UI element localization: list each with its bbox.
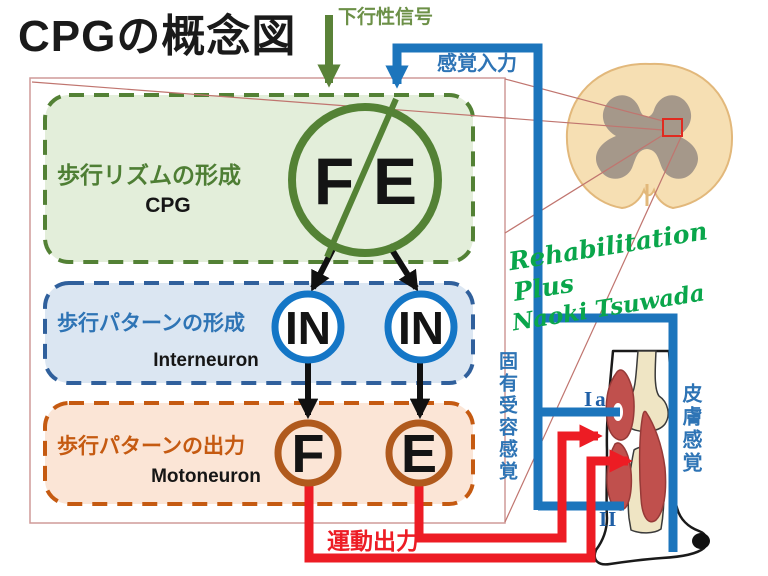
interneuron-right-letter: IN [398,302,444,354]
output-layer-sublabel: Motoneuron [151,466,261,487]
motor-line-extensor [414,424,603,543]
cord-highlight-rect [662,118,683,137]
skin-sensation-label: 皮膚感覚 [679,383,701,475]
ii-afferent-label: II [599,507,618,531]
pattern-layer-label: 歩行パターンの形成 [57,312,245,335]
callout-frame [29,77,506,524]
page-title: CPGの概念図 [18,12,297,61]
pattern-layer-sublabel: Interneuron [153,350,259,371]
rhythm-layer-label: 歩行リズムの形成 [57,162,241,188]
proprioception-label: 固有受容感覚 [496,351,517,483]
ia-afferent-label: Ia [584,387,609,411]
interneuron-left-letter: IN [285,302,331,354]
motoneuron-circle-extensor [385,419,453,487]
descending-signal-label: 下行性信号 [338,7,434,28]
motoneuron-circle-flexor [274,419,342,487]
output-layer-label: 歩行パターンの出力 [57,435,245,458]
sensory-pathways [385,43,678,552]
cpg-circle [288,103,442,257]
interneuron-circle-right [384,290,458,364]
spinal-cord-illustration [565,62,734,210]
gray-matter-shape [595,95,699,179]
toe-mark [692,533,710,549]
sensory-input-label: 感覚入力 [437,53,517,75]
cpg-extensor-letter: E [372,144,418,218]
interneuron-circle-left [271,290,345,364]
motor-output-lines [304,424,633,563]
rhythm-layer-sublabel: CPG [145,194,191,217]
output-layer-box [43,401,475,506]
motoneuron-extensor-letter: E [400,424,438,484]
motoneuron-flexor-letter: F [291,424,325,484]
sensory-input-line [385,43,543,510]
rhythm-layer-box [43,93,475,264]
pattern-layer-box [43,281,475,385]
leg-illustration [593,349,710,566]
motor-output-label: 運動出力 [327,528,419,554]
cpg-divider-line [324,97,399,259]
cpg-flexor-letter: F [313,144,355,218]
skin-sensation-line [538,313,678,552]
motor-line-flexor [304,449,633,563]
